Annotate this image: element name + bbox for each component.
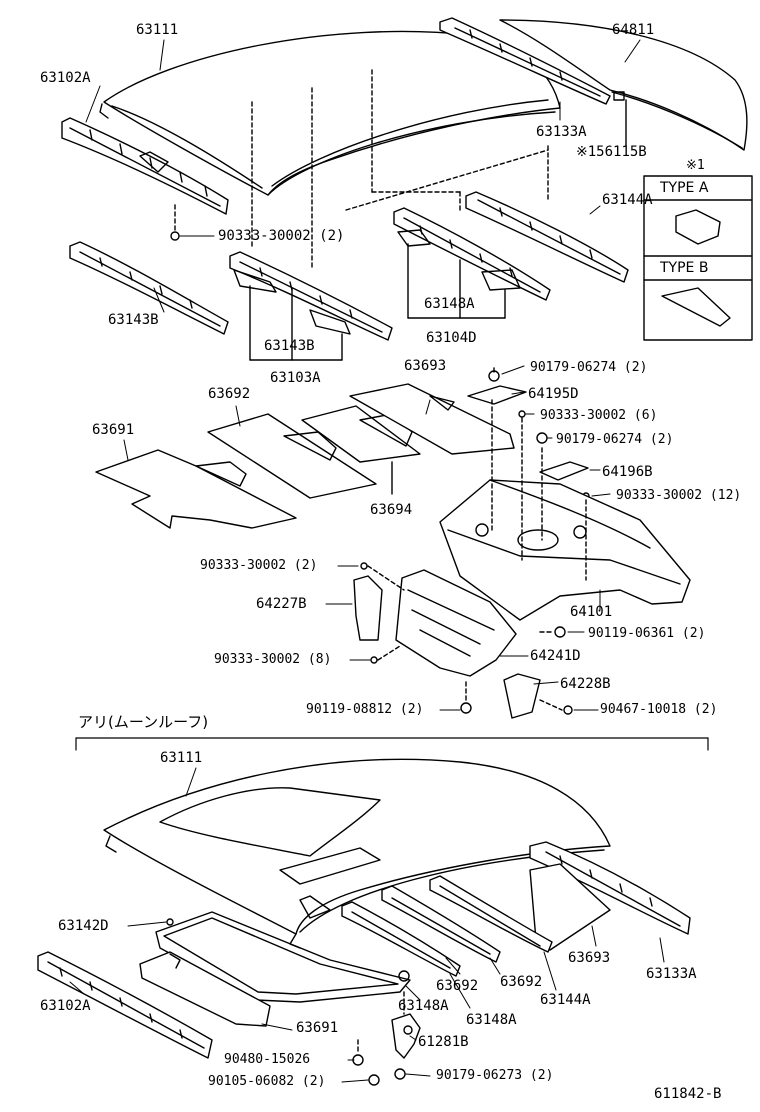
- label-63144A-top: 63144A: [602, 192, 653, 208]
- type-inset-box: [643, 175, 753, 341]
- inset-note-mark: ※1: [686, 158, 705, 173]
- figure-code: 611842-B: [654, 1086, 722, 1102]
- label-90467-10018: 90467-10018 (2): [600, 702, 718, 717]
- label-90179-06273: 90179-06273 (2): [436, 1068, 554, 1083]
- label-63692-a: 63692: [436, 978, 479, 994]
- leader-lines-lower: [69, 767, 665, 1083]
- label-90333-30002-8: 90333-30002 (8): [214, 652, 332, 667]
- roof-bow-63143B-mid: [229, 251, 393, 361]
- label-64241D: 64241D: [530, 648, 581, 664]
- label-64228B: 64228B: [560, 676, 611, 692]
- label-63133A-bottom: 63133A: [646, 966, 697, 982]
- label-90105-06082: 90105-06082 (2): [208, 1074, 326, 1089]
- inset-type-a-label: TYPE A: [660, 180, 709, 196]
- label-63693-bottom: 63693: [568, 950, 611, 966]
- label-90333-30002-6: 90333-30002 (6): [540, 408, 658, 423]
- label-63102A-bottom: 63102A: [40, 998, 91, 1014]
- label-63692-top: 63692: [208, 386, 251, 402]
- rail-63133A-lower: [529, 841, 691, 935]
- bracket-64195D: [467, 367, 527, 405]
- roof-bow-63144A: [465, 145, 629, 283]
- leader-lines-upper: [85, 39, 641, 711]
- label-63691-top: 63691: [92, 422, 135, 438]
- label-90480-15026: 90480-15026: [224, 1052, 311, 1067]
- roof-bow-63143B-left: [69, 241, 229, 335]
- label-90179-06274-2b: 90179-06274 (2): [556, 432, 674, 447]
- lower-back-panel: [353, 562, 573, 719]
- label-63148A-a: 63148A: [398, 998, 449, 1014]
- label-63694: 63694: [370, 502, 413, 518]
- insulator-63691-lower: [139, 951, 271, 1027]
- label-90119-06361: 90119-06361 (2): [588, 626, 706, 641]
- label-64195D: 64195D: [528, 386, 579, 402]
- label-63102A-top: 63102A: [40, 70, 91, 86]
- label-63103A: 63103A: [270, 370, 321, 386]
- insulator-63692: [207, 413, 377, 499]
- label-63692-b: 63692: [500, 974, 543, 990]
- label-56115B: ※156115B: [576, 144, 647, 160]
- insulator-63693: [349, 383, 515, 455]
- label-63143B-mid: 63143B: [264, 338, 315, 354]
- label-90179-06274-2a: 90179-06274 (2): [530, 360, 648, 375]
- rear-window-panel: [499, 19, 748, 151]
- roof-bow-63148A: [393, 207, 551, 319]
- label-63693-top: 63693: [404, 358, 447, 374]
- front-header-top: [61, 117, 229, 241]
- label-64196B: 64196B: [602, 464, 653, 480]
- section-title-moonroof: アリ(ムーンルーフ): [78, 713, 209, 731]
- label-63133A-top: 63133A: [536, 124, 587, 140]
- section-divider: [75, 737, 709, 751]
- label-90119-08812: 90119-08812 (2): [306, 702, 424, 717]
- label-63142D: 63142D: [58, 918, 109, 934]
- label-90333-30002-2a: 90333-30002 (2): [218, 228, 345, 244]
- bracket-64196B: [518, 410, 590, 500]
- label-63111-top: 63111: [136, 22, 179, 38]
- front-header-lower: [37, 951, 213, 1059]
- label-63691-bottom: 63691: [296, 1020, 339, 1036]
- label-63104D: 63104D: [426, 330, 477, 346]
- label-63148A-b: 63148A: [466, 1012, 517, 1028]
- label-90333-30002-2b: 90333-30002 (2): [200, 558, 318, 573]
- label-90333-30002-12: 90333-30002 (12): [616, 488, 742, 503]
- label-63148A-top: 63148A: [424, 296, 475, 312]
- rear-rail-top: [439, 17, 627, 147]
- label-64811: 64811: [612, 22, 655, 38]
- label-61281B: 61281B: [418, 1034, 469, 1050]
- label-64227B: 64227B: [256, 596, 307, 612]
- reference-lines: [251, 69, 549, 271]
- rear-body-panel: [439, 399, 691, 621]
- label-63144A-bottom: 63144A: [540, 992, 591, 1008]
- label-63111-bottom: 63111: [160, 750, 203, 766]
- label-63143B-left: 63143B: [108, 312, 159, 328]
- insulator-63691: [95, 449, 297, 529]
- inset-type-b-label: TYPE B: [660, 260, 709, 276]
- roof-bows-lower: [299, 875, 553, 977]
- label-64101: 64101: [570, 604, 613, 620]
- bracket-61281B: [352, 991, 421, 1086]
